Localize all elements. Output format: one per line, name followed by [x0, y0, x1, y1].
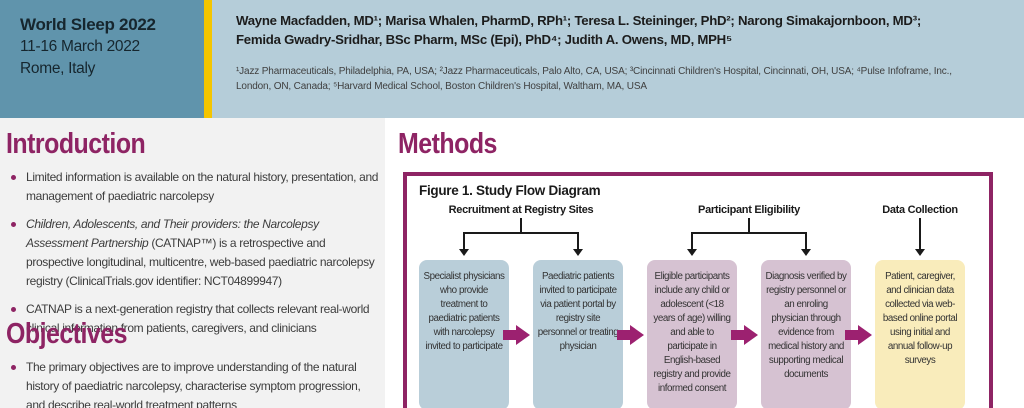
objectives-bullet-list: The primary objectives are to improve un… [6, 358, 380, 408]
connector-line [691, 232, 693, 250]
figure-title: Figure 1. Study Flow Diagram [419, 183, 601, 198]
intro-bullet-2: Children, Adolescents, and Their provide… [6, 215, 380, 291]
flow-arrow-icon [503, 325, 530, 345]
affiliations-line-2: London, ON, Canada; ⁵Harvard Medical Sch… [236, 81, 647, 92]
flow-box-data-collected: Patient, caregiver, and clinician data c… [875, 260, 965, 408]
connector-line [691, 232, 807, 234]
connector-line [463, 232, 579, 234]
header-band: World Sleep 2022 11-16 March 2022 Rome, … [0, 0, 1024, 118]
introduction-section: Introduction Limited information is avai… [6, 128, 380, 347]
bullet-text: The primary objectives are to improve un… [26, 360, 361, 408]
connector-line [748, 218, 750, 233]
affiliations: ¹Jazz Pharmaceuticals, Philadelphia, PA,… [236, 64, 952, 94]
arrowhead-down-icon [573, 249, 583, 256]
intro-bullet-1: Limited information is available on the … [6, 168, 380, 206]
authors-line-2: Femida Gwadry-Sridhar, BSc Pharm, MSc (E… [236, 32, 732, 47]
bullet-text: Limited information is available on the … [26, 170, 379, 203]
bullet-text-italic: Children, Adolescents, and Their provide… [26, 217, 319, 250]
event-dates: 11-16 March 2022 [20, 38, 140, 55]
authors-line-1: Wayne Macfadden, MD¹; Marisa Whalen, Pha… [236, 13, 921, 28]
objectives-heading: Objectives [6, 318, 128, 350]
flow-box-eligible-participants: Eligible participants include any child … [647, 260, 737, 408]
introduction-heading: Introduction [6, 128, 146, 160]
figure-1-study-flow-diagram: Figure 1. Study Flow Diagram Recruitment… [403, 172, 993, 408]
introduction-bullet-list: Limited information is available on the … [6, 168, 380, 338]
connector-line [919, 218, 921, 250]
flow-arrow-icon [731, 325, 758, 345]
arrowhead-down-icon [687, 249, 697, 256]
flow-box-paediatric-patients: Paediatric patients invited to participa… [533, 260, 623, 408]
group-header-data-collection: Data Collection [882, 204, 958, 216]
event-location: Rome, Italy [20, 60, 96, 77]
flow-arrow-icon [845, 325, 872, 345]
arrowhead-down-icon [459, 249, 469, 256]
bullet-text: CATNAP is a next-generation registry tha… [26, 302, 370, 335]
connector-line [463, 232, 465, 250]
flow-arrow-icon [617, 325, 644, 345]
arrowhead-down-icon [915, 249, 925, 256]
event-title: World Sleep 2022 [20, 15, 156, 34]
event-info-box: World Sleep 2022 11-16 March 2022 Rome, … [0, 0, 204, 118]
bullet-text: (CATNAP™) is a retrospective and prospec… [26, 236, 375, 288]
connector-line [577, 232, 579, 250]
gold-divider [204, 0, 212, 118]
group-header-recruitment: Recruitment at Registry Sites [448, 204, 594, 216]
arrowhead-down-icon [801, 249, 811, 256]
objectives-bullet-1: The primary objectives are to improve un… [6, 358, 380, 408]
left-column-background [0, 118, 385, 408]
objectives-section: Objectives The primary objectives are to… [6, 318, 380, 408]
flow-box-specialist-physicians: Specialist physicians who provide treatm… [419, 260, 509, 408]
author-list: Wayne Macfadden, MD¹; Marisa Whalen, Pha… [236, 11, 921, 49]
methods-heading: Methods [398, 128, 497, 160]
methods-section: Methods [398, 128, 772, 168]
intro-bullet-3: CATNAP is a next-generation registry tha… [6, 300, 380, 338]
group-header-eligibility: Participant Eligibility [698, 204, 800, 216]
connector-line [805, 232, 807, 250]
flow-box-diagnosis-verified: Diagnosis verified by registry personnel… [761, 260, 851, 408]
affiliations-line-1: ¹Jazz Pharmaceuticals, Philadelphia, PA,… [236, 66, 952, 77]
connector-line [520, 218, 522, 233]
